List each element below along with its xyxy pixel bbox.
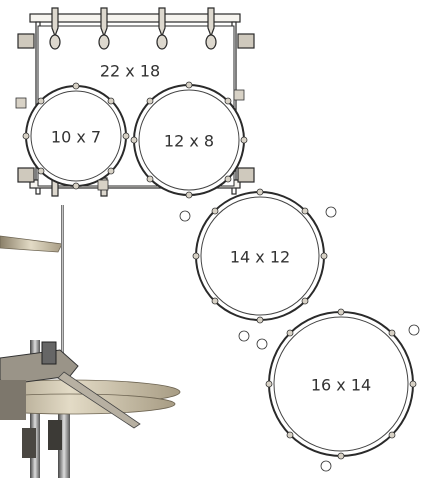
floor-tom-14x12-size-label: 14 x 12 xyxy=(230,248,290,267)
cymbal-photo xyxy=(0,205,180,478)
bass-drum-size-label: 22 x 18 xyxy=(100,62,160,81)
tom-12x8-size-label: 12 x 8 xyxy=(164,132,214,151)
tom-10x7-size-label: 10 x 7 xyxy=(51,128,101,147)
floor-tom-16x14-size-label: 16 x 14 xyxy=(311,376,371,395)
